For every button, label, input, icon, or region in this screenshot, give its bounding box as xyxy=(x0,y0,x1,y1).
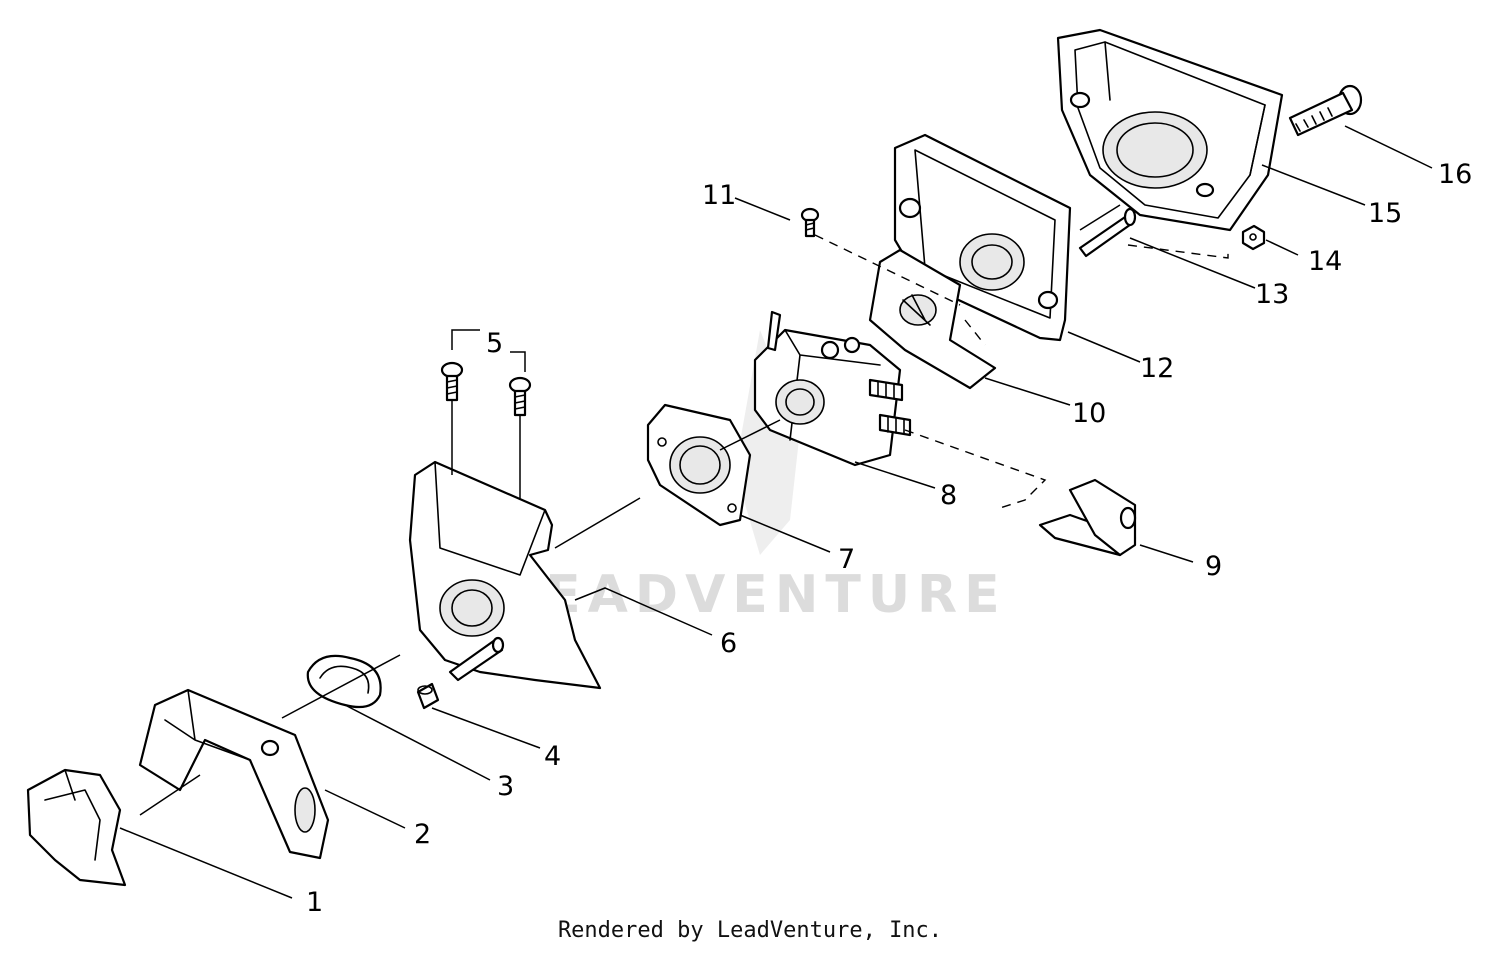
callout-15: 15 xyxy=(1368,198,1402,229)
part-4-bushing xyxy=(416,682,440,710)
alignment-lines xyxy=(139,204,1229,816)
part-13-bolt xyxy=(1078,207,1137,258)
part-15-filter-cover xyxy=(1056,28,1284,232)
callout-labels: 1 2 3 4 5 6 7 8 9 10 11 12 13 14 15 16 xyxy=(306,159,1472,918)
part-3-gasket xyxy=(306,654,382,709)
callout-7: 7 xyxy=(838,544,855,575)
watermark-text: LEADVENTURE xyxy=(505,565,1007,625)
part-8-carburetor xyxy=(753,310,912,467)
footer-credit: Rendered by LeadVenture, Inc. xyxy=(557,918,943,943)
callout-4: 4 xyxy=(544,741,561,772)
part-9-clip xyxy=(1038,478,1137,557)
part-7-insulator xyxy=(646,403,752,527)
callout-12: 12 xyxy=(1140,353,1174,384)
callout-2: 2 xyxy=(414,819,431,850)
part-11-screw xyxy=(800,207,820,238)
callout-9: 9 xyxy=(1205,551,1222,582)
part-10-gasket-bracket xyxy=(868,248,997,390)
callout-11: 11 xyxy=(702,180,736,211)
callout-5: 5 xyxy=(486,328,503,359)
part-14-nut xyxy=(1241,224,1266,251)
callout-16: 16 xyxy=(1438,159,1472,190)
callout-13: 13 xyxy=(1255,279,1289,310)
callout-10: 10 xyxy=(1072,398,1106,429)
callout-14: 14 xyxy=(1308,246,1342,277)
part-2-bracket xyxy=(138,688,330,860)
callout-6: 6 xyxy=(720,628,737,659)
part-6-housing xyxy=(408,460,602,690)
part-5-screws xyxy=(440,361,532,417)
callout-leaders xyxy=(119,125,1433,899)
part-16-screw xyxy=(1288,84,1363,137)
callout-1: 1 xyxy=(306,887,323,918)
callout-8: 8 xyxy=(940,480,957,511)
callout-3: 3 xyxy=(497,771,514,802)
part-1-elbow xyxy=(26,768,127,887)
